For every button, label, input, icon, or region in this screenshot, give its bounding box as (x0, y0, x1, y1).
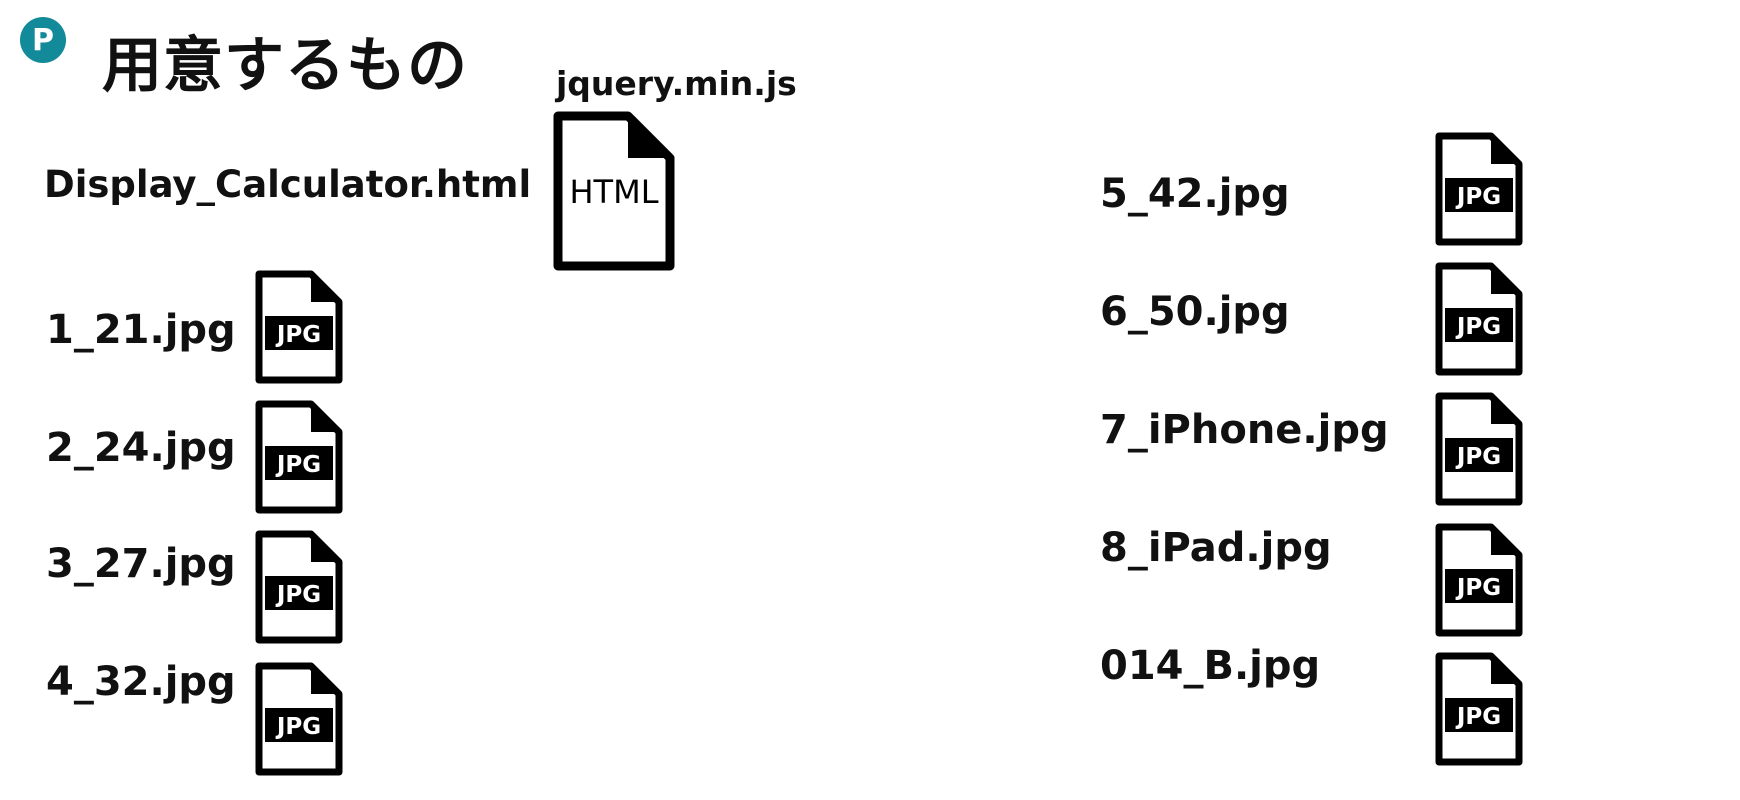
jpg-file-icon: JPG (1435, 392, 1523, 506)
html-file-icon: HTML (552, 110, 676, 272)
jpg-icon-text: JPG (1455, 575, 1501, 601)
jpg-file-icon: JPG (1435, 262, 1523, 376)
file-label: 6_50.jpg (1100, 289, 1290, 335)
html-file-label: Display_Calculator.html (44, 163, 532, 206)
page-title: 用意するもの (102, 31, 468, 101)
jpg-icon-text: JPG (1455, 444, 1501, 470)
file-label: 014_B.jpg (1100, 643, 1321, 689)
file-label: 5_42.jpg (1100, 171, 1290, 217)
file-label: 1_21.jpg (46, 307, 236, 353)
jpg-file-icon: JPG (1435, 523, 1523, 637)
file-label: 3_27.jpg (46, 541, 236, 587)
jpg-file-icon: JPG (1435, 652, 1523, 766)
jpg-file-icon: JPG (255, 270, 343, 384)
file-label: 8_iPad.jpg (1100, 525, 1332, 571)
file-label: 4_32.jpg (46, 659, 236, 705)
jpg-icon-text: JPG (275, 714, 321, 740)
p-badge-icon: P (20, 17, 66, 63)
jpg-file-icon: JPG (255, 662, 343, 776)
html-icon-text: HTML (569, 173, 658, 211)
jpg-file-icon: JPG (255, 400, 343, 514)
jpg-icon-text: JPG (275, 582, 321, 608)
jpg-file-icon: JPG (255, 530, 343, 644)
jquery-file-label: jquery.min.js (556, 64, 797, 103)
jpg-icon-text: JPG (1455, 314, 1501, 340)
jpg-icon-text: JPG (275, 322, 321, 348)
file-label: 2_24.jpg (46, 425, 236, 471)
file-label: 7_iPhone.jpg (1100, 407, 1389, 453)
jpg-file-icon: JPG (1435, 132, 1523, 246)
jpg-icon-text: JPG (1455, 184, 1501, 210)
jpg-icon-text: JPG (1455, 704, 1501, 730)
jpg-icon-text: JPG (275, 452, 321, 478)
